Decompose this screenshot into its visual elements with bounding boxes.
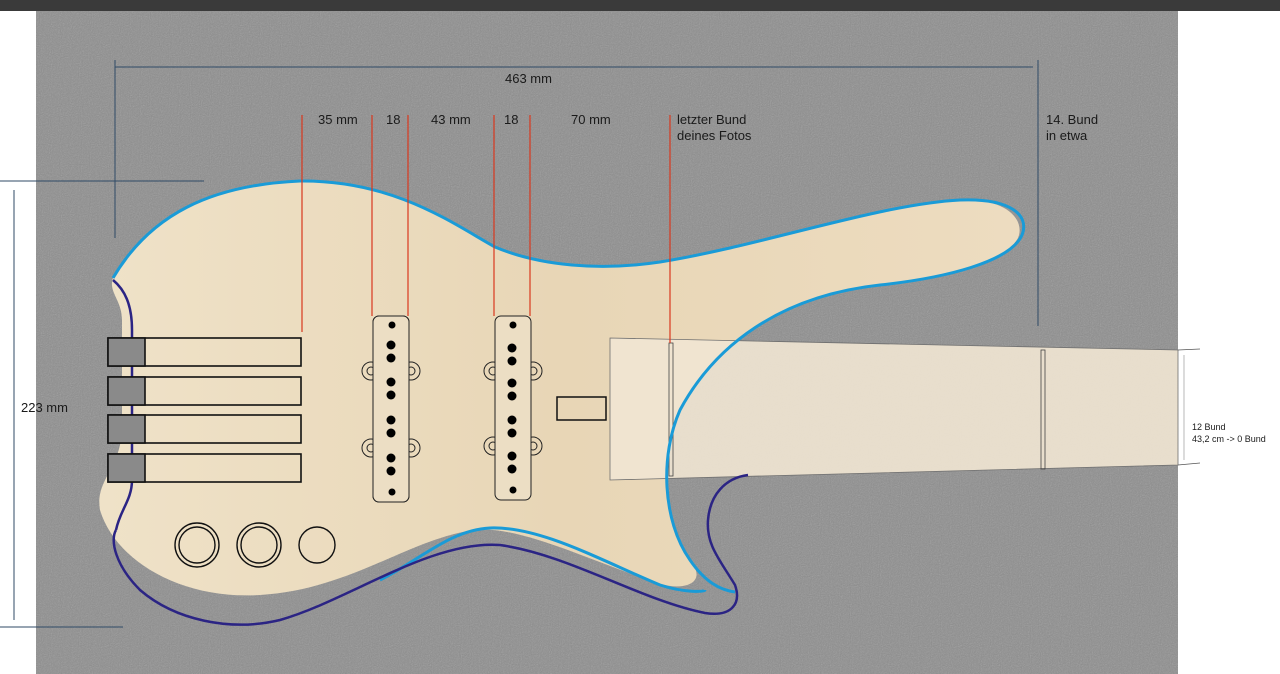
pickup-neck-side xyxy=(361,315,421,503)
neck-top-edge xyxy=(1177,348,1201,351)
outline-dark-blue xyxy=(112,473,749,626)
outline-light-blue xyxy=(111,179,1026,594)
fret-14-label-line2: in etwa xyxy=(1046,128,1088,143)
neck-bottom-edge xyxy=(1177,462,1201,466)
neck-pocket-block xyxy=(556,396,607,421)
dimension-spacing-2: 18 xyxy=(386,112,401,127)
tuner-group xyxy=(107,337,302,483)
last-fret-label-line2: deines Fotos xyxy=(677,128,752,143)
outline-light-blue-lower xyxy=(379,526,707,593)
dimension-total-length: 463 mm xyxy=(505,71,552,86)
dimension-spacing-3: 43 mm xyxy=(431,112,471,127)
dimension-spacing-5: 70 mm xyxy=(571,112,611,127)
fret-12-label-line1: 12 Bund xyxy=(1192,422,1226,432)
control-knobs xyxy=(174,522,336,568)
guitar-body xyxy=(99,180,1020,596)
fret-12-label-line2: 43,2 cm -> 0 Bund xyxy=(1192,434,1266,444)
pickup-bridge-side xyxy=(483,315,543,501)
red-guide-lines xyxy=(301,115,671,343)
guitar-neck xyxy=(609,337,1179,481)
fret-14-marker xyxy=(1040,349,1046,470)
dimension-spacing-4: 18 xyxy=(504,112,519,127)
dimension-spacing-1: 35 mm xyxy=(318,112,358,127)
dimension-height: 223 mm xyxy=(21,400,68,415)
fret-14-label-line1: 14. Bund xyxy=(1046,112,1099,127)
top-bar xyxy=(0,0,1280,11)
last-fret-marker xyxy=(668,342,674,477)
last-fret-label-line1: letzter Bund xyxy=(677,112,747,127)
dimension-lines xyxy=(0,60,1039,628)
